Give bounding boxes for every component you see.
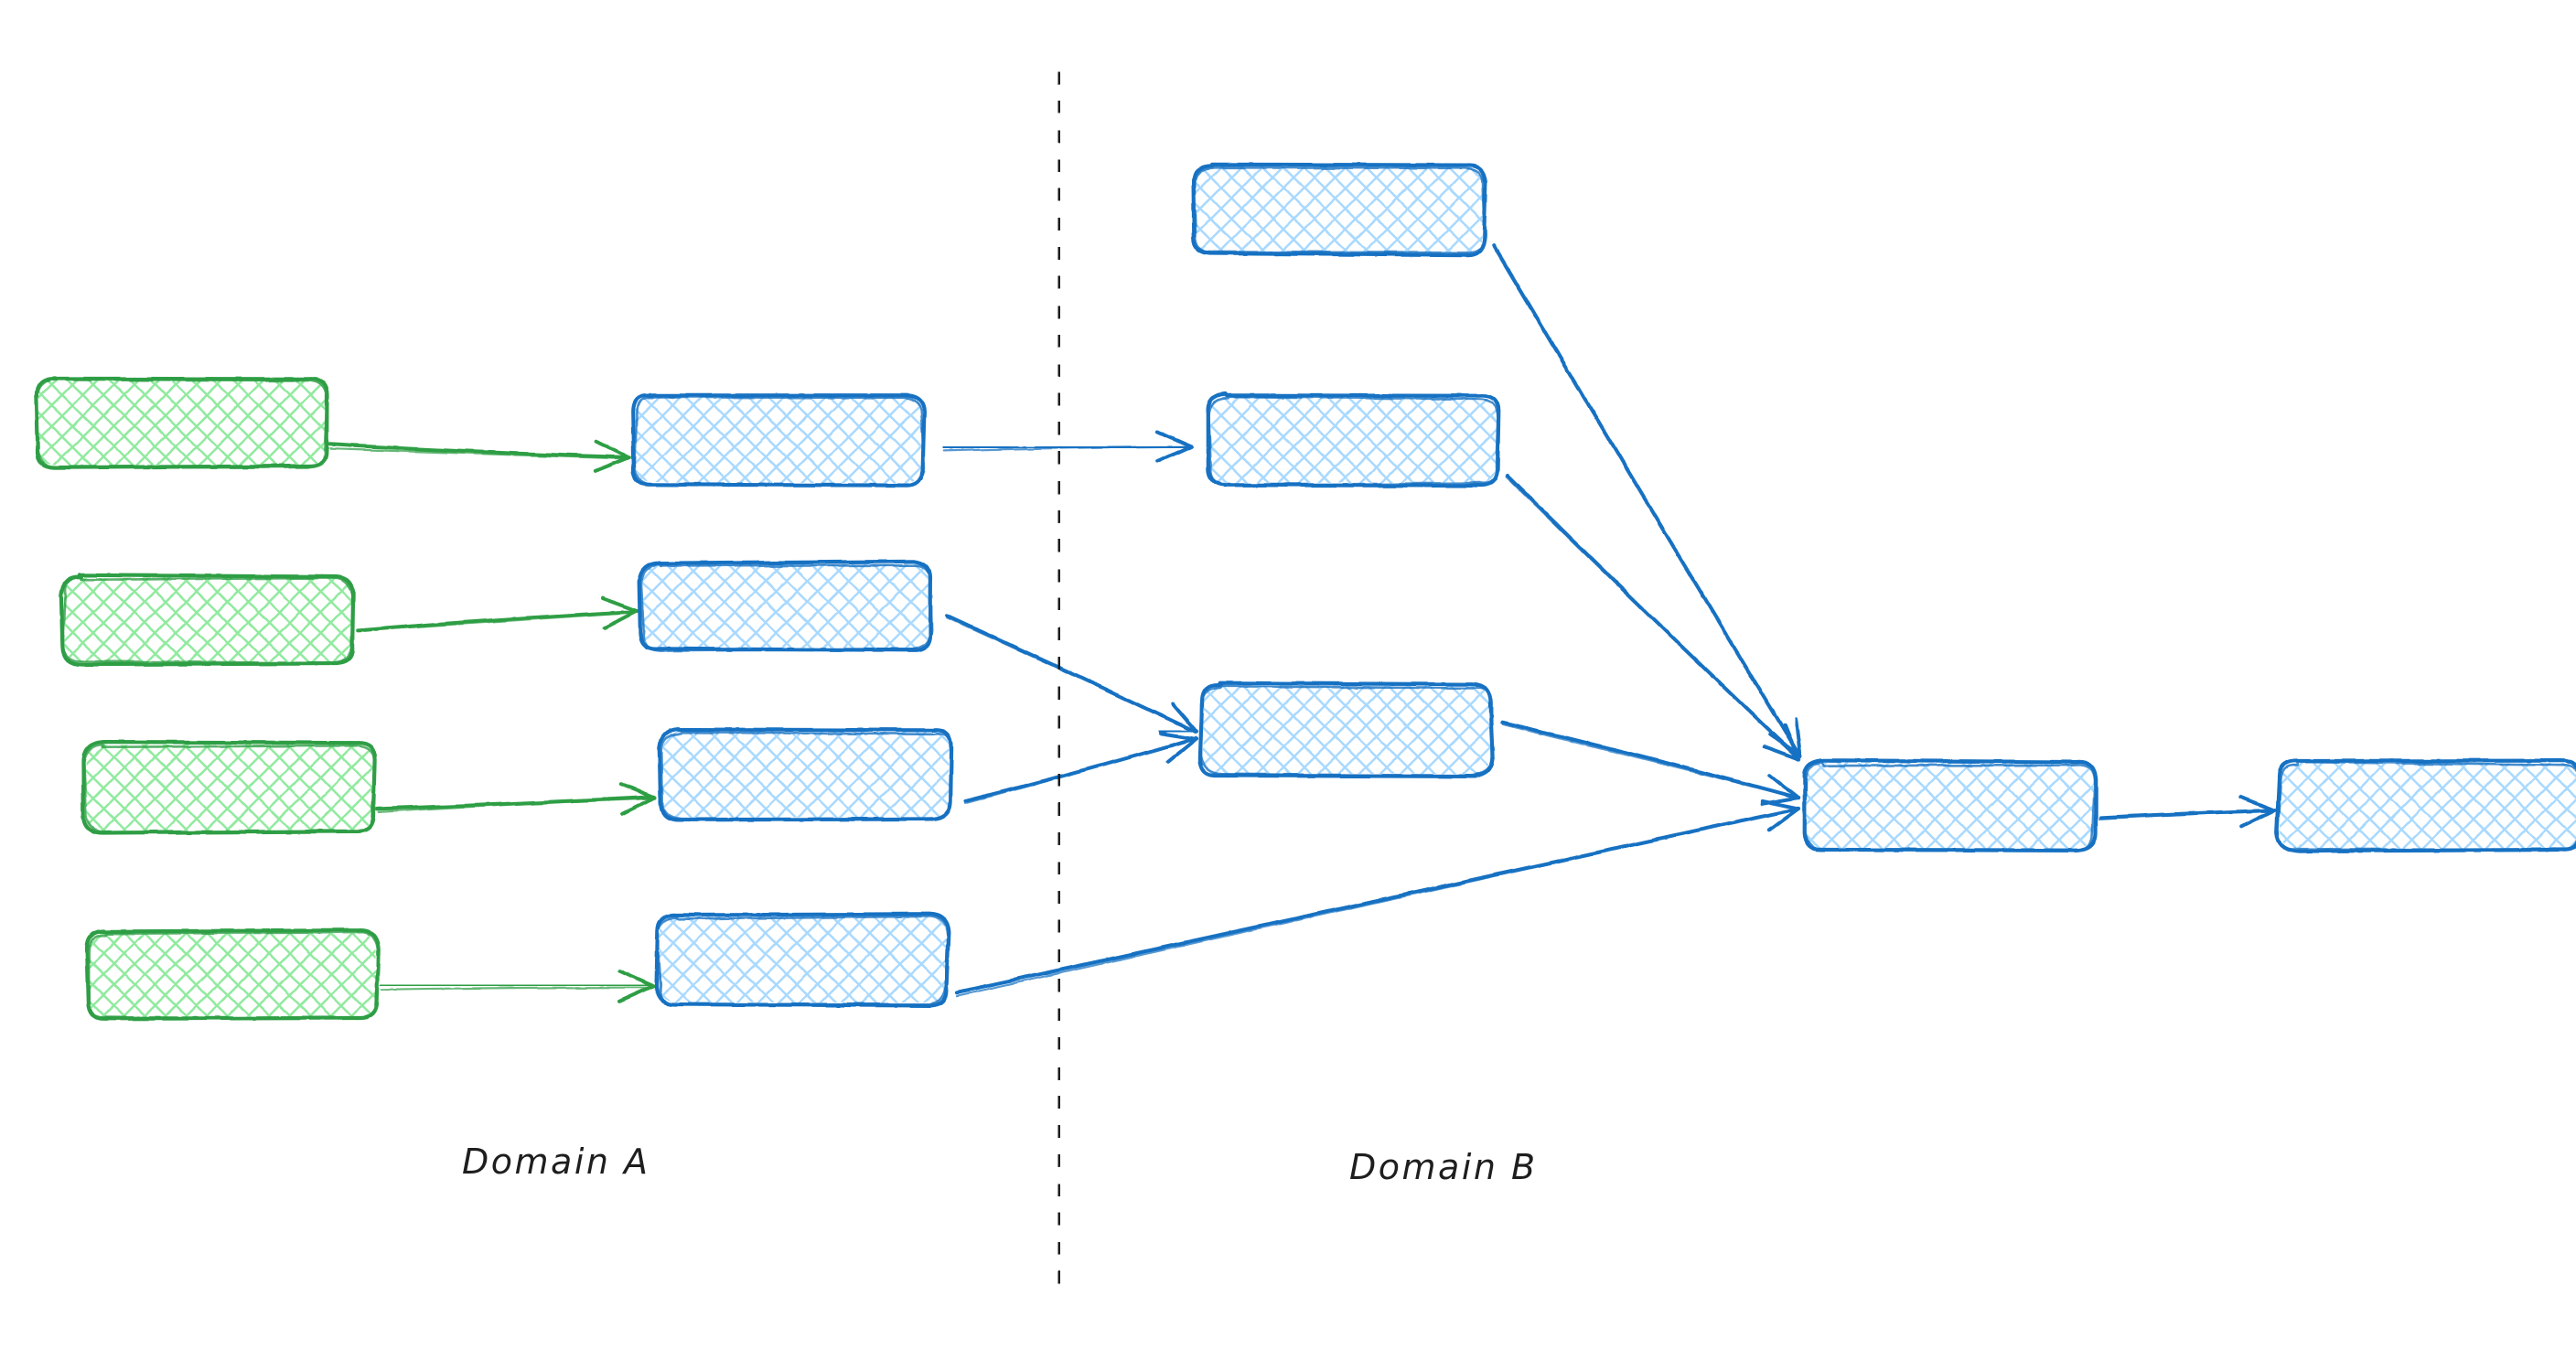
domain-a-label: Domain A (462, 1142, 650, 1182)
domain-b-label: Domain B (1349, 1147, 1538, 1187)
domain-divider-line (1058, 71, 1060, 1294)
